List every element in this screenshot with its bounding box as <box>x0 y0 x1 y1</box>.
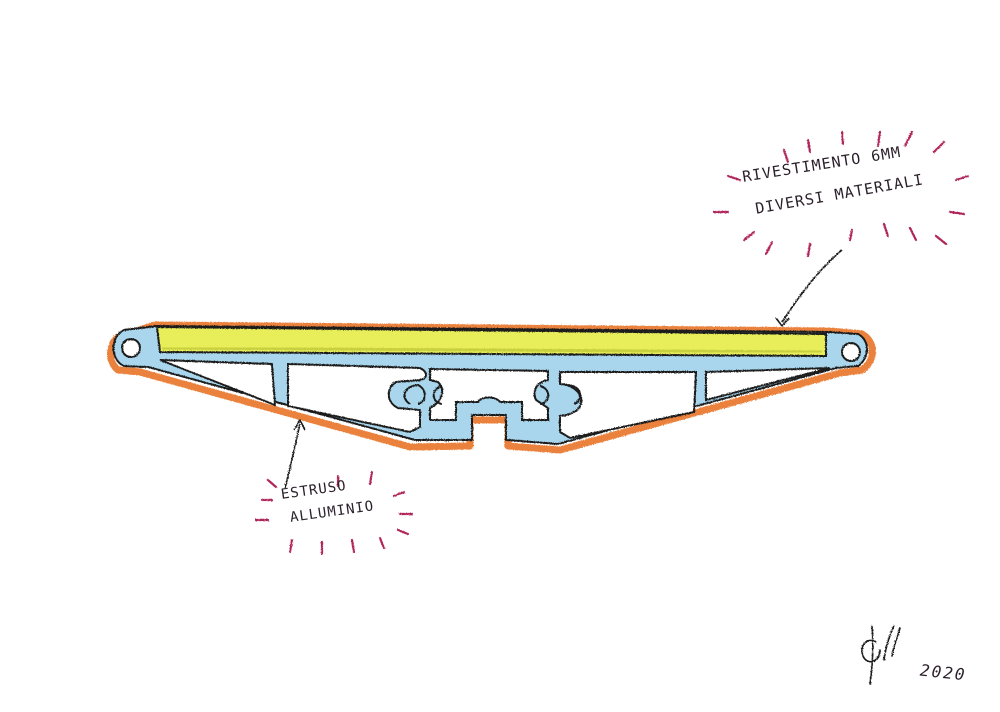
right-hinge-hole <box>841 342 861 362</box>
burst-marks-bottom <box>254 470 414 556</box>
chamber-right-1 <box>705 367 831 402</box>
signature-mark <box>861 625 901 685</box>
profile-shadow <box>107 321 876 454</box>
c-slots <box>403 384 582 405</box>
chamber-center <box>429 367 549 421</box>
burst-marks-top <box>712 130 970 258</box>
extrusion-arrow <box>284 423 301 489</box>
chamber-left-1 <box>159 359 277 407</box>
cladding-arrow <box>781 249 843 323</box>
chamber-left-2 <box>287 362 427 434</box>
left-hinge-hole <box>121 338 141 358</box>
